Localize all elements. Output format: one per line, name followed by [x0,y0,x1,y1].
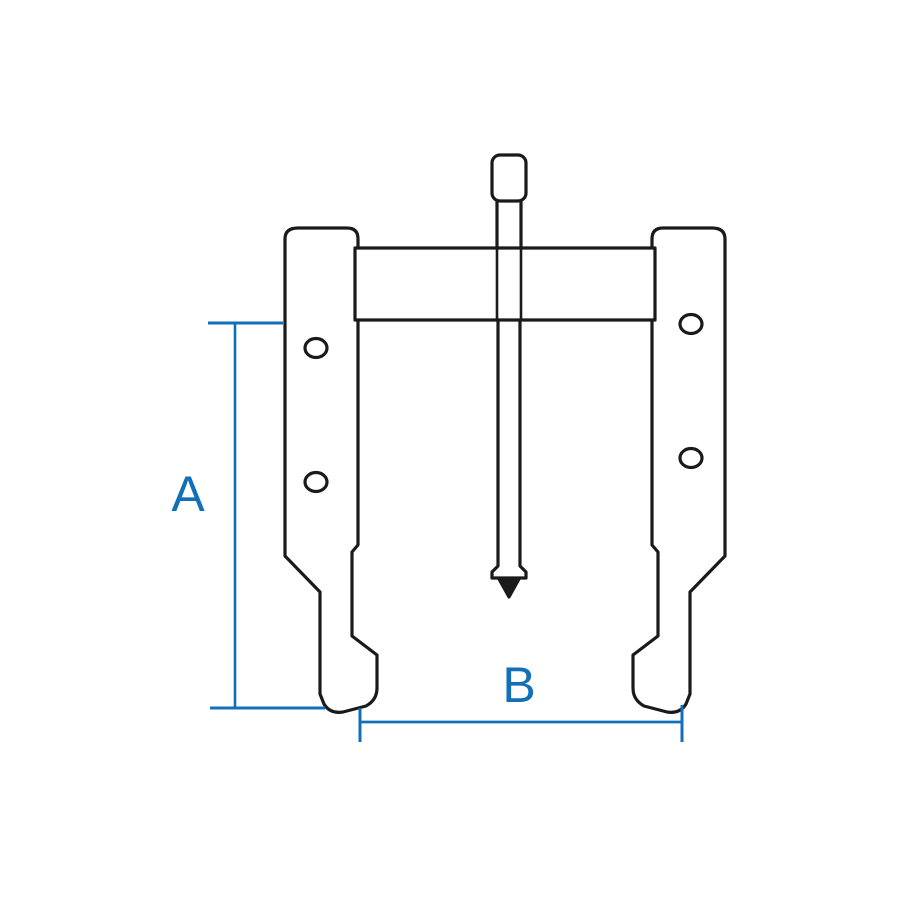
spindle-point-tip [497,577,521,599]
dimension-a-label: A [171,466,205,522]
left-arm-upper-hole [303,336,329,360]
puller-geometry [283,153,727,714]
right-arm-upper-hole [678,312,704,336]
left-arm-lower-hole [303,470,329,494]
dimension-a [208,321,325,710]
screw-head [490,153,528,203]
right-arm-lower-hole [678,446,704,470]
cross-beam [353,246,657,322]
spindle-shaft-through-beam [495,246,523,322]
dimension-b [358,705,684,742]
dimension-b-label: B [502,657,535,713]
spindle-shaft-upper [495,199,523,250]
right-puller-arm [631,226,727,714]
